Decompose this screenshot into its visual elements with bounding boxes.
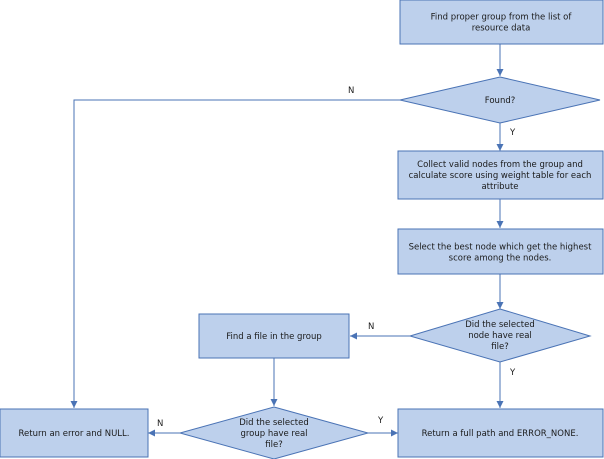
label-group-file-no: N xyxy=(157,419,163,429)
node-return-path-text-line: Return a full path and ERROR_NONE. xyxy=(422,429,579,439)
label-node-file-yes: Y xyxy=(509,368,516,378)
label-node-file-no: N xyxy=(368,322,374,332)
node-return-path-text: Return a full path and ERROR_NONE. xyxy=(422,429,579,439)
edge-labels: N Y N Y N Y xyxy=(157,86,516,429)
node-find-file-text: Find a file in the group xyxy=(226,332,321,342)
node-return-path: Return a full path and ERROR_NONE. xyxy=(397,408,604,458)
label-group-file-yes: Y xyxy=(377,416,384,426)
node-found: Found? xyxy=(399,76,601,124)
node-find-group-text-line: resource data xyxy=(472,24,531,34)
node-return-error-text: Return an error and NULL. xyxy=(19,429,130,439)
node-collect-text-line: attribute xyxy=(481,182,518,192)
node-collect-text-line: Collect valid nodes from the group and xyxy=(417,160,583,170)
node-return-error-text-line: Return an error and NULL. xyxy=(19,429,130,439)
node-group-real-file-text-line: group have real xyxy=(240,429,307,439)
node-find-group-text-line: Find proper group from the list of xyxy=(431,13,573,23)
node-select-best: Select the best node which get the highe… xyxy=(397,228,604,275)
node-group-real-file-text-line: Did the selected xyxy=(239,418,309,428)
node-node-real-file-text-line: file? xyxy=(491,342,508,352)
node-collect-text-line: calculate score using weight table for e… xyxy=(409,171,592,181)
node-node-real-file-text-line: node have real xyxy=(468,331,532,341)
node-find-file: Find a file in the group xyxy=(198,313,350,359)
node-select-best-text-line: score among the nodes. xyxy=(449,254,552,264)
label-found-yes: Y xyxy=(509,128,516,138)
label-found-no: N xyxy=(348,86,354,96)
node-found-text-line: Found? xyxy=(485,96,515,106)
node-return-error: Return an error and NULL. xyxy=(0,408,149,458)
node-found-text: Found? xyxy=(485,96,515,106)
node-node-real-file-text-line: Did the selected xyxy=(465,320,535,330)
edge-found-no-to-return-error xyxy=(70,99,400,408)
edges xyxy=(70,44,504,437)
node-select-best-text-line: Select the best node which get the highe… xyxy=(409,243,593,253)
node-select-best-text: Select the best node which get the highe… xyxy=(409,243,593,264)
node-group-real-file-text-line: file? xyxy=(265,440,282,450)
node-find-file-text-line: Find a file in the group xyxy=(226,332,321,342)
